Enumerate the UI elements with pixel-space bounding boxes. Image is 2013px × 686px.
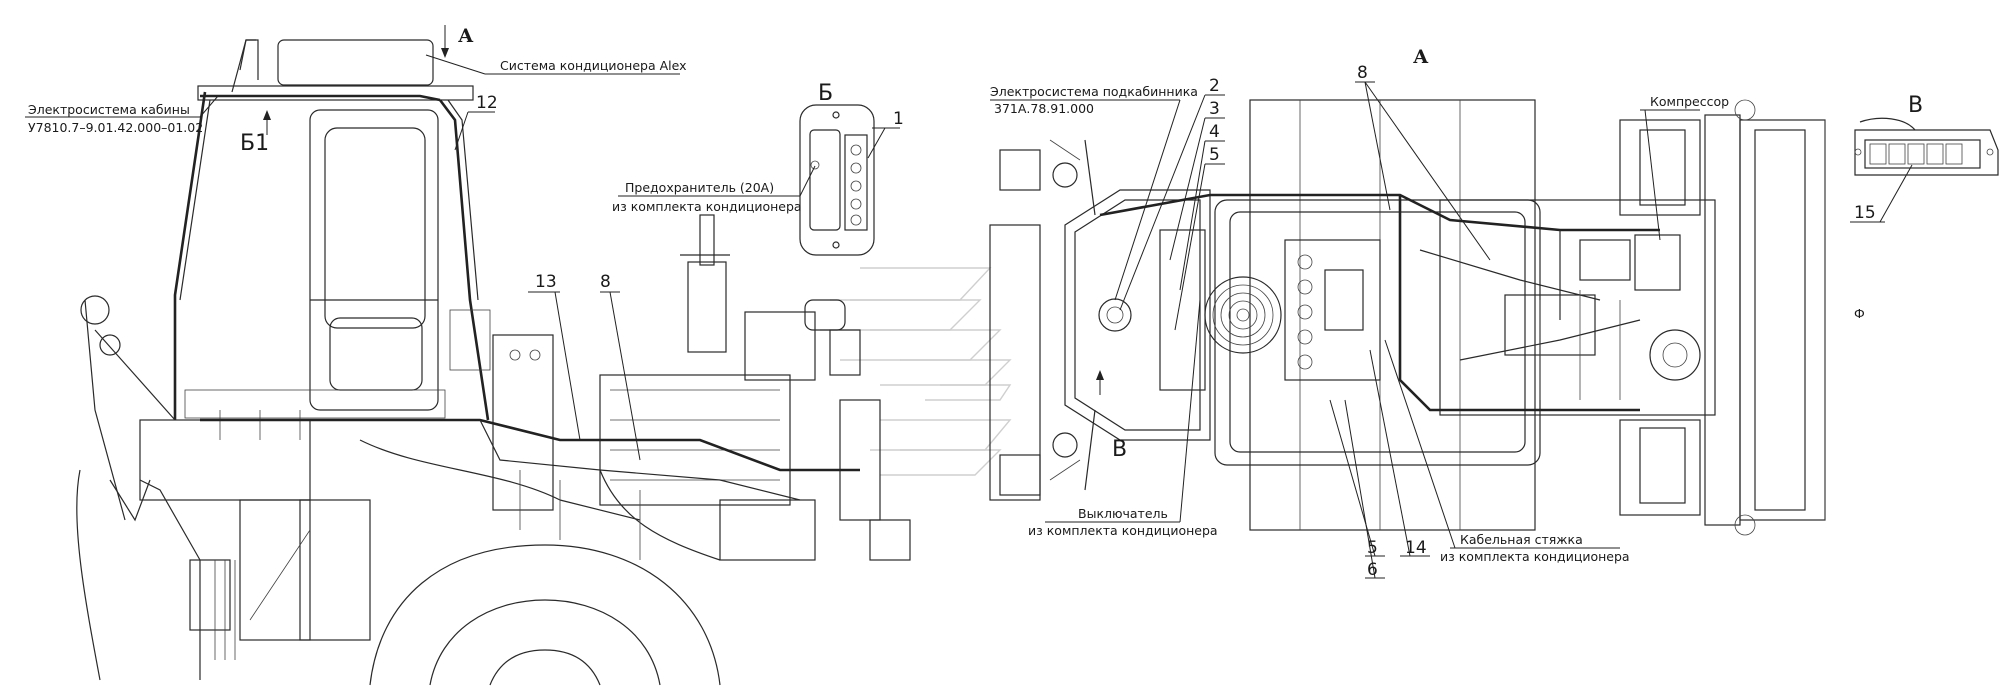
cab xyxy=(173,39,491,440)
top-view-a: А xyxy=(989,46,1865,536)
front-loader xyxy=(76,295,371,681)
callout-4: 4 xyxy=(1209,122,1220,142)
callout-1: 1 xyxy=(893,109,904,129)
side-view xyxy=(76,39,1012,686)
top-view-annotations: Электросистема подкабинника 371А.78.91.0… xyxy=(990,63,1729,580)
callout-2: 2 xyxy=(1209,76,1220,96)
label-alex: Система кондиционера Alex xyxy=(500,58,687,73)
rear-wheel xyxy=(369,544,721,686)
view-b1-marker: Б1 xyxy=(240,131,269,156)
label-cab-elec-2: У7810.7–9.01.42.000–01.02 xyxy=(28,120,203,135)
label-cab-elec-1: Электросистема кабины xyxy=(28,102,190,117)
inset-b: Б 1 Предохранитель (20А) из комплекта ко… xyxy=(612,81,904,256)
callout-13: 13 xyxy=(535,272,557,292)
callout-5-bottom: 5 xyxy=(1367,538,1378,558)
svg-text:Ф: Ф xyxy=(1854,306,1865,321)
label-tie-1: Кабельная стяжка xyxy=(1460,532,1583,547)
label-tie-2: из комплекта кондиционера xyxy=(1440,549,1630,564)
side-view-annotations: А Система кондиционера Alex Электросисте… xyxy=(25,25,687,461)
callout-8-top: 8 xyxy=(1357,63,1368,83)
engine xyxy=(492,214,911,561)
label-switch-2: из комплекта кондиционера xyxy=(1028,523,1218,538)
callout-8-side: 8 xyxy=(600,272,611,292)
callout-15: 15 xyxy=(1854,203,1876,223)
ghost-hatching xyxy=(820,267,1012,476)
label-switch-1: Выключатель xyxy=(1078,506,1168,521)
callout-6: 6 xyxy=(1367,560,1378,580)
callout-5-top: 5 xyxy=(1209,145,1220,165)
inset-v-title: В xyxy=(1908,93,1923,118)
view-a-title: А xyxy=(1413,46,1429,68)
label-subcab-1: Электросистема подкабинника xyxy=(990,84,1198,99)
callout-12: 12 xyxy=(476,93,498,113)
harness-side xyxy=(200,94,860,561)
callout-14: 14 xyxy=(1405,538,1427,558)
label-fuse-1: Предохранитель (20А) xyxy=(625,180,774,195)
view-a-arrow-label: А xyxy=(458,25,474,47)
inset-v: В 15 xyxy=(1850,93,1999,223)
label-fuse-2: из комплекта кондиционера xyxy=(612,199,802,214)
inset-b-title: Б xyxy=(818,81,833,106)
callout-3: 3 xyxy=(1209,99,1220,119)
label-compressor: Компрессор xyxy=(1650,94,1729,109)
view-v-marker: В xyxy=(1112,437,1127,462)
label-subcab-2: 371А.78.91.000 xyxy=(994,101,1094,116)
